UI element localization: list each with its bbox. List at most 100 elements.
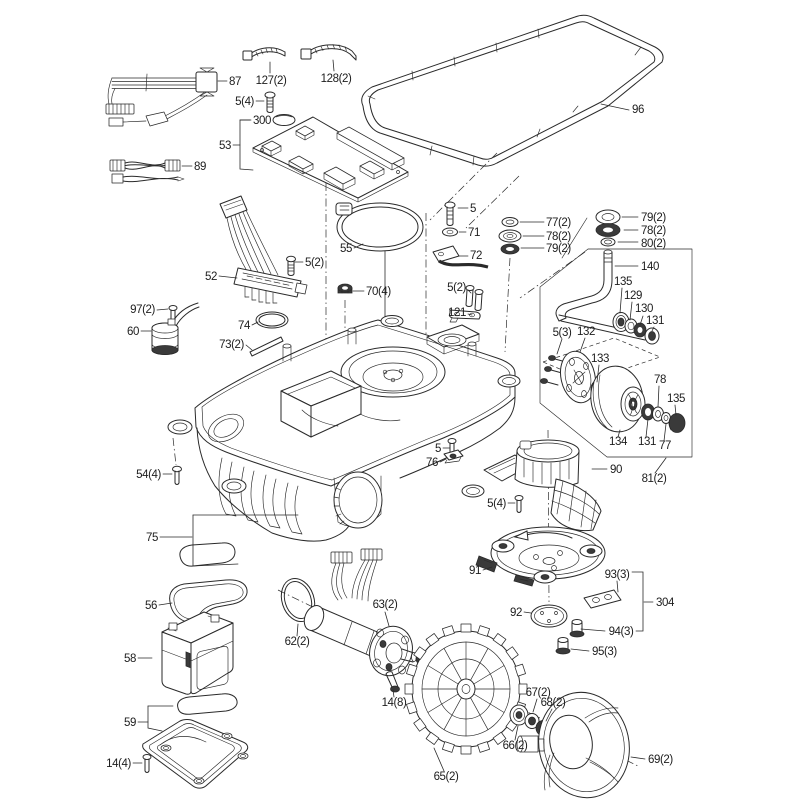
screws-5-2-center <box>465 285 484 311</box>
part-label-70(4): 70(4) <box>366 286 391 298</box>
wheel-spoke <box>427 665 459 685</box>
wheel-knob <box>477 741 490 753</box>
part-label-135: 135 <box>667 393 685 405</box>
blade-guard-90 <box>483 439 602 532</box>
leader-line-55 <box>353 243 364 249</box>
leader-line-97(2) <box>156 308 169 311</box>
leader-line-130 <box>639 315 644 326</box>
leader-line-95(3) <box>570 648 590 652</box>
leader-line-94(3) <box>580 628 606 632</box>
wheel-spoke <box>470 697 489 731</box>
part-label-131: 131 <box>638 436 656 448</box>
leader-line-133 <box>596 364 600 383</box>
part-label-131: 131 <box>646 315 664 327</box>
leader-line-135 <box>674 404 677 416</box>
part-label-80(2): 80(2) <box>641 238 666 250</box>
blade-93 <box>583 589 622 609</box>
pad-75 <box>179 514 299 567</box>
wheel-knob <box>442 741 455 753</box>
leader-line-77 <box>663 423 667 442</box>
wheel-spoke <box>443 647 462 681</box>
leader-line-92 <box>523 611 532 614</box>
part-label-130: 130 <box>635 303 653 315</box>
part-label-75: 75 <box>146 532 158 544</box>
part-label-53: 53 <box>219 140 231 152</box>
part-label-5(4): 5(4) <box>487 498 506 510</box>
leader-line-135 <box>619 287 623 314</box>
leader-line-62(2) <box>296 623 299 637</box>
part-label-68(2): 68(2) <box>541 697 566 709</box>
leader-line-68(2) <box>545 708 553 722</box>
part-label-5(3): 5(3) <box>553 327 572 339</box>
wheel-spoke <box>443 697 462 731</box>
part-label-129: 129 <box>624 290 642 302</box>
leader-line-76 <box>439 458 447 463</box>
wheel-knob <box>413 718 427 732</box>
leader-line-121 <box>467 313 473 316</box>
part-label-96: 96 <box>632 104 644 116</box>
part-label-128(2): 128(2) <box>321 73 352 85</box>
screw-5-2-left <box>286 255 296 276</box>
part-label-92: 92 <box>510 607 522 619</box>
part-label-79(2): 79(2) <box>641 212 666 224</box>
part-label-91: 91 <box>469 565 481 577</box>
leader-line-69(2) <box>630 756 646 760</box>
wheel-knob <box>505 646 519 660</box>
leader-line-66(2) <box>514 725 519 741</box>
leader-line-14(8) <box>392 689 395 698</box>
leader-line-96 <box>600 103 630 111</box>
part-label-95(3): 95(3) <box>592 646 617 658</box>
leader-line-67(2) <box>532 698 538 713</box>
seal-loop-55 <box>335 202 424 353</box>
bracket-121 <box>448 309 481 323</box>
part-label-5: 5 <box>470 203 476 215</box>
part-label-52: 52 <box>205 271 217 283</box>
wheel-knob <box>425 731 440 745</box>
part-label-71: 71 <box>468 227 480 239</box>
part-label-300: 300 <box>253 115 271 127</box>
part-label-97(2): 97(2) <box>130 304 155 316</box>
washer-stack-left <box>498 217 522 255</box>
wheel-knob <box>413 646 427 660</box>
part-label-55: 55 <box>340 243 352 255</box>
part-label-89: 89 <box>194 161 206 173</box>
part-label-62(2): 62(2) <box>285 636 310 648</box>
part-label-58: 58 <box>124 653 136 665</box>
wheel-knob <box>492 633 507 647</box>
part-label-78(2): 78(2) <box>546 231 571 243</box>
part-label-121: 121 <box>448 307 466 319</box>
part-label-78(2): 78(2) <box>641 225 666 237</box>
screw-94 <box>569 619 585 638</box>
caster-assembly-81 <box>539 209 693 458</box>
wheel-spoke <box>470 647 489 681</box>
ribbon-connector-52 <box>219 195 308 304</box>
wire-harness-87 <box>105 67 218 127</box>
leader-line-93(3) <box>616 580 619 593</box>
part-label-5(2): 5(2) <box>305 257 324 269</box>
leader-line-128(2) <box>332 59 335 72</box>
wheel-knob <box>514 663 526 677</box>
part-label-304: 304 <box>656 597 675 609</box>
drive-wheel-65 <box>404 623 528 755</box>
cable-tie-128 <box>300 44 357 61</box>
screw-5-4-top <box>264 91 276 113</box>
battery-58 <box>161 611 234 695</box>
wheel-knob <box>460 745 472 755</box>
o-ring-74 <box>255 311 289 329</box>
vibration-motor-60 <box>151 302 200 355</box>
part-label-66(2): 66(2) <box>503 740 528 752</box>
leader-line-131 <box>645 418 649 438</box>
washer-71 <box>442 227 458 237</box>
leader-line-5(2) <box>467 289 472 294</box>
washer-67 <box>524 713 540 729</box>
leader-line-63(2) <box>384 611 390 627</box>
part-label-77(2): 77(2) <box>546 217 571 229</box>
chassis-body <box>167 315 521 542</box>
leader-line-65(2) <box>433 747 445 772</box>
part-label-56: 56 <box>145 600 157 612</box>
part-label-14(8): 14(8) <box>382 697 407 709</box>
leader-line-74 <box>251 321 259 326</box>
leader-line-52 <box>218 275 238 279</box>
part-label-54(4): 54(4) <box>136 469 161 481</box>
